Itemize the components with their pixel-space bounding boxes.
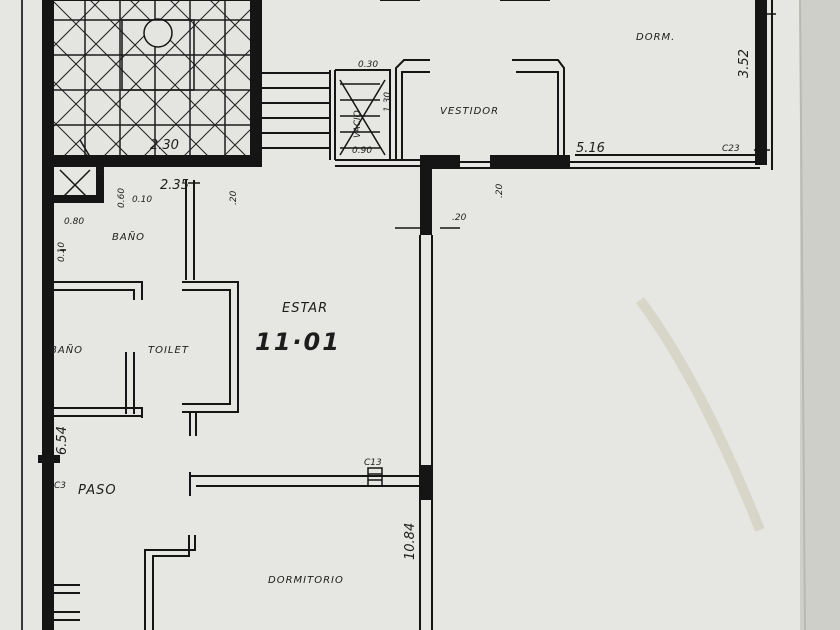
dim-0-90: 0.90 bbox=[352, 146, 372, 156]
room-label-bano-lower: BAÑO bbox=[50, 343, 83, 356]
dim-0-30: 0.30 bbox=[358, 60, 378, 70]
estar-area-value: 11·01 bbox=[255, 328, 341, 356]
dim-3-52: 3.52 bbox=[737, 49, 752, 78]
dim-0-10: 0.10 bbox=[132, 195, 152, 205]
dim-2-30: 2.30 bbox=[150, 138, 179, 153]
dim-6-54: 6.54 bbox=[55, 426, 70, 455]
room-label-bano-upper: BAÑO bbox=[112, 230, 145, 243]
room-label-vestidor: VESTIDOR bbox=[440, 106, 499, 117]
room-labels: DORM. VESTIDOR BAÑO BAÑO TOILET ESTAR 11… bbox=[50, 32, 675, 586]
stair-label-vacio: VACIO bbox=[353, 110, 363, 138]
page-edge bbox=[800, 0, 840, 630]
dim-0-80: 0.80 bbox=[64, 217, 84, 227]
dim-5-16: 5.16 bbox=[576, 141, 605, 156]
dim-0-30b: .30 bbox=[97, 165, 107, 180]
room-label-paso: PASO bbox=[78, 483, 117, 498]
dim-c23: C23 bbox=[722, 144, 740, 154]
room-label-dormitorio: DORMITORIO bbox=[268, 575, 344, 586]
dim-0-20a: .20 bbox=[229, 190, 239, 205]
dim-c13: C13 bbox=[364, 458, 382, 468]
dim-2-35: 2.35 bbox=[160, 178, 189, 193]
walls bbox=[38, 0, 767, 630]
room-label-toilet: TOILET bbox=[148, 345, 189, 356]
room-label-dorm: DORM. bbox=[636, 32, 675, 43]
room-label-estar: ESTAR bbox=[282, 301, 328, 316]
page-fold-line bbox=[799, 0, 806, 630]
dim-0-20b: .20 bbox=[495, 183, 505, 198]
dim-1-30: 1.30 bbox=[383, 92, 393, 112]
dim-10-84: 10.84 bbox=[403, 523, 418, 560]
dim-0-10b: 0.10 bbox=[57, 242, 67, 262]
dimension-labels: 2.30 2.35 5.16 3.52 6.54 10.84 0.60 0.80… bbox=[54, 49, 752, 560]
dim-0-20c: .20 bbox=[452, 213, 467, 223]
hatched-block bbox=[51, 0, 261, 159]
dim-c3: C3 bbox=[54, 481, 66, 491]
paper-stain bbox=[635, 297, 765, 532]
dim-0-60: 0.60 bbox=[117, 188, 127, 208]
details bbox=[59, 13, 776, 487]
